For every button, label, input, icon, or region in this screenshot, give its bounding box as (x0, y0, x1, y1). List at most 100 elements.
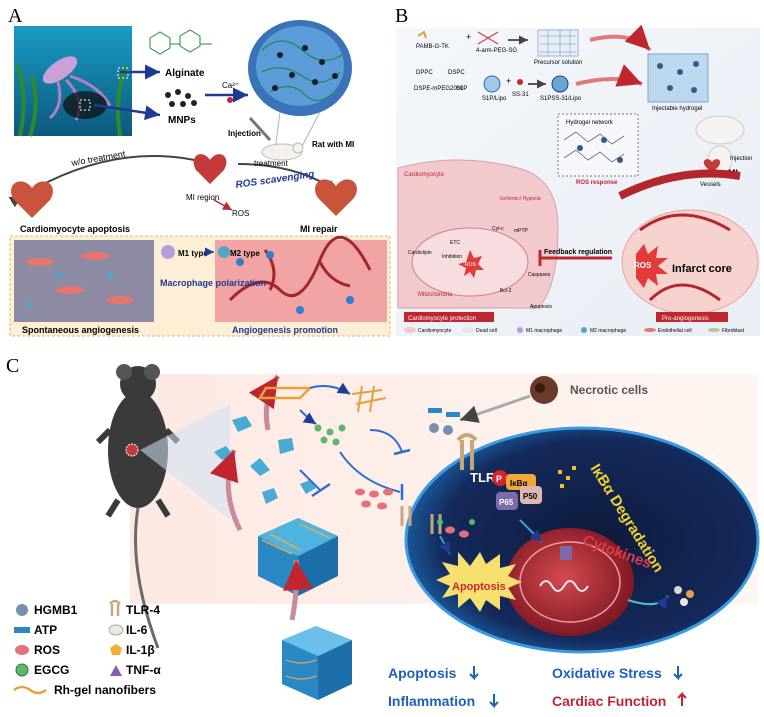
ros-scavenging-label: ROS scavenging (235, 169, 315, 191)
pro-angio-bar (656, 312, 728, 322)
caspases-label: Caspases (528, 272, 551, 278)
hydrogel-network-box (557, 113, 639, 177)
bcl2-label: Bcl-2 (500, 288, 512, 294)
ros-burst-small (458, 250, 484, 278)
s1pss-lipo-icon (551, 75, 569, 93)
svg-text:+: + (506, 76, 511, 86)
legend-tnfa: TNF-α (126, 663, 161, 677)
dppc-label: DPPC (416, 70, 433, 76)
hydrogel-block (282, 626, 352, 700)
nfkb-complex: P IκBα P65 P50 (492, 470, 542, 510)
s1p-lipo-label: S1P/Lipo (482, 96, 507, 102)
arrow-down-icon (469, 666, 479, 681)
magnify-cone (140, 404, 230, 520)
cardiolipin-label: Cardiolipin (408, 250, 432, 256)
cardio-protect-label: Cardiomyocyte protection (408, 316, 476, 322)
ink-cloud (63, 91, 107, 119)
legend-tlr4: TLR-4 (126, 603, 160, 617)
ros-icon (15, 645, 29, 655)
panel-c-letter: C (6, 355, 19, 377)
rat-image (261, 143, 303, 161)
arrow-up-icon (677, 691, 687, 706)
vessel-shape (618, 169, 741, 200)
dspc-label: DSPC (448, 70, 465, 76)
alginate-label: Alginate (165, 68, 205, 79)
apoptosis-burst (436, 552, 522, 612)
ros-big-label: ROS (634, 261, 652, 270)
ros-response-label: ROS response (576, 180, 618, 186)
tnfa-icon (110, 665, 122, 676)
egcg-dots (314, 424, 346, 446)
legend-endothelial: Endothelial cell (658, 328, 692, 334)
legend-fibroblast: Fibroblast (722, 328, 745, 334)
injectable-hydrogel-icon (647, 53, 709, 103)
pamb-icon (417, 30, 427, 39)
injection-label: Injection (228, 129, 261, 138)
alginate-structure (149, 29, 212, 55)
m1-macrophage-icon (161, 245, 175, 259)
panel-a: A Alginate MNPs Ca²⁺ (8, 5, 391, 337)
panel-a-letter: A (8, 5, 23, 27)
hgmb1-icon (16, 604, 28, 616)
cardio-protect-bar (404, 312, 494, 322)
il1b-icon (110, 644, 122, 655)
repair-label: MI repair (300, 224, 338, 234)
nanofiber-ribbon (257, 386, 314, 400)
atp-icon (14, 627, 30, 633)
mi-region-label: MI region (186, 193, 219, 202)
necrotic-label: Necrotic cells (570, 383, 648, 397)
degradation-fragments (558, 466, 576, 488)
cytc-label: Cyt-c (492, 226, 504, 232)
dna-strand (539, 580, 589, 592)
outcome-apoptosis: Apoptosis (388, 665, 457, 681)
treatment-label: treatment (254, 159, 289, 168)
m1-label: M1 type (178, 249, 208, 258)
apoptosis-c-label: Apoptosis (452, 581, 506, 593)
peg-icon (477, 31, 499, 45)
legend-nanofibers: Rh-gel nanofibers (54, 683, 156, 697)
svg-text:+: + (466, 32, 471, 42)
rat-label: Rat with MI (312, 140, 354, 149)
etc-label: ETC (450, 240, 460, 246)
outcome-inflammation: Inflammation (388, 693, 475, 709)
inhibition-label: Inhibition (442, 254, 462, 260)
spontaneous-tissue (14, 240, 154, 322)
injection-b-label: Injection (730, 156, 752, 162)
phospho-label: P (496, 474, 502, 484)
legend-ros: ROS (34, 643, 60, 657)
promotion-label: Angiogenesis promotion (232, 325, 338, 335)
tlr4-icon (109, 599, 121, 616)
s1p-label: S1P (456, 86, 467, 92)
outcomes: Apoptosis Oxidative Stress Inflammation … (388, 665, 687, 709)
peg-label: 4-arm-PEG-SG (476, 48, 517, 54)
s1p-lipo-icon (483, 75, 501, 93)
legend-dead-cell: Dead cell (476, 328, 497, 334)
wo-treatment-label: w/o treatment (70, 149, 127, 169)
legend-hgmb1: HGMB1 (34, 603, 78, 617)
outcome-cardiac: Cardiac Function (552, 693, 666, 709)
legend-atp: ATP (34, 623, 57, 637)
ikba-small-label: IκBα (510, 479, 527, 488)
legend-m1: M1 macrophage (526, 328, 562, 334)
ros-small-label: ROS (465, 262, 477, 268)
mouse-image (95, 364, 181, 649)
macrophage-label-1: Macrophage polarization (160, 278, 266, 288)
legend-il1b: IL-1β (126, 643, 155, 657)
mptp-label: mPTP (514, 228, 529, 234)
rat-b-image (695, 115, 745, 145)
p50-label: P50 (523, 492, 538, 501)
hgmb1-atp-cluster (428, 408, 460, 435)
s1pss-label: S1PSS-31/Lipo (540, 96, 582, 102)
m2-label: M2 type (230, 249, 260, 258)
feedback-label: Feedback regulation (544, 249, 612, 256)
heart-repair-icon (315, 179, 357, 216)
egcg-icon (15, 663, 29, 677)
cardiomyocyte-label: Cardiomyocyte (404, 172, 445, 178)
nanofiber-icon (13, 685, 47, 695)
panel-c-legend: HGMB1 TLR-4 ATP IL-6 ROS IL-1β EGCG TNF-… (13, 599, 161, 697)
p65-label: P65 (499, 498, 514, 507)
infarct-label: Infarct core (672, 263, 732, 275)
mnp-particles (165, 89, 197, 107)
panel-c: C (6, 355, 760, 709)
